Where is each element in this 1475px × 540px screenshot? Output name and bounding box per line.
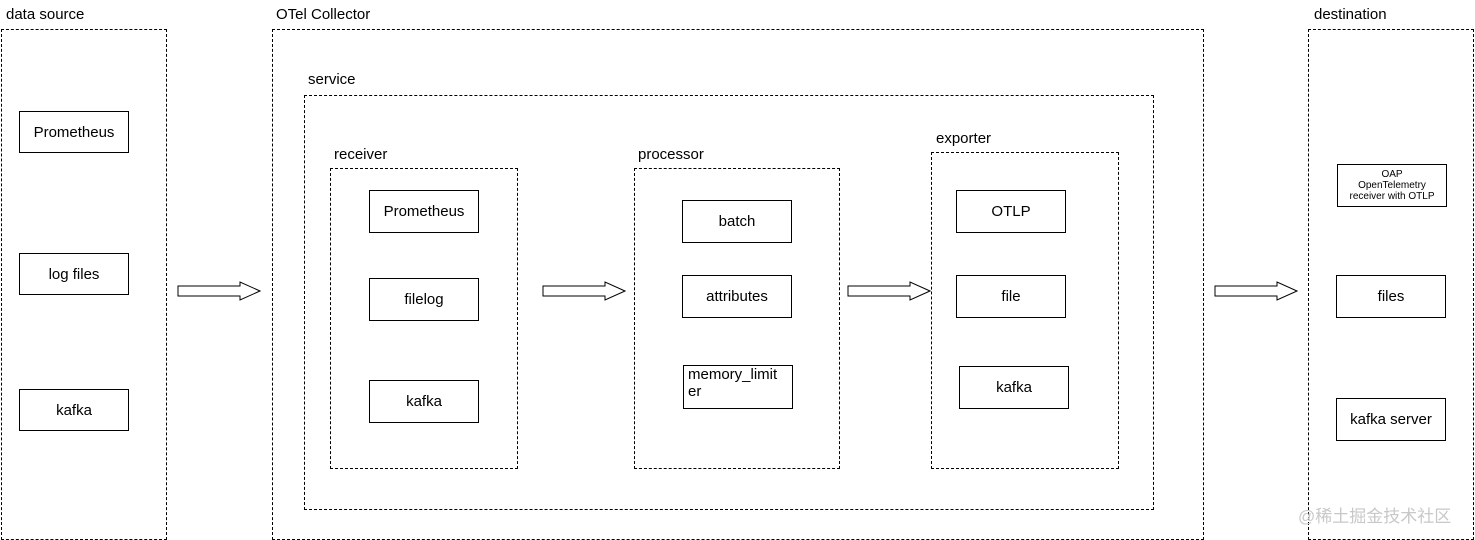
data-source-log-files[interactable]: log files <box>19 253 129 295</box>
flow-arrow-icon <box>177 281 261 301</box>
exporter-kafka[interactable]: kafka <box>959 366 1069 409</box>
data-source-prometheus[interactable]: Prometheus <box>19 111 129 153</box>
processor-attributes[interactable]: attributes <box>682 275 792 318</box>
node-label: kafka <box>56 401 92 419</box>
destination-oap-receiver[interactable]: OAP OpenTelemetry receiver with OTLP <box>1337 164 1447 207</box>
node-label: files <box>1377 288 1405 305</box>
processor-container <box>634 168 840 469</box>
destination-files[interactable]: files <box>1336 275 1446 318</box>
node-label: kafka <box>996 379 1032 396</box>
service-title: service <box>308 71 356 88</box>
node-label: batch <box>718 213 756 230</box>
node-label-line-3: receiver with OTLP <box>1349 191 1435 202</box>
node-label: Prometheus <box>383 203 465 220</box>
destination-kafka-server[interactable]: kafka server <box>1336 398 1446 441</box>
watermark-text: @稀土掘金技术社区 <box>1298 507 1452 526</box>
node-label: kafka server <box>1350 411 1432 428</box>
collector-title: OTel Collector <box>276 6 371 23</box>
receiver-filelog[interactable]: filelog <box>369 278 479 321</box>
data-source-title: data source <box>6 6 85 23</box>
data-source-kafka[interactable]: kafka <box>19 389 129 431</box>
node-label-line-1: OAP <box>1381 169 1403 180</box>
exporter-title: exporter <box>936 130 992 147</box>
node-label: attributes <box>706 288 768 305</box>
processor-title: processor <box>638 146 704 163</box>
exporter-container <box>931 152 1119 469</box>
node-label: Prometheus <box>33 123 115 141</box>
exporter-file[interactable]: file <box>956 275 1066 318</box>
flow-arrow-icon <box>542 281 626 301</box>
node-label: log files <box>48 265 100 283</box>
node-label: kafka <box>406 393 442 410</box>
receiver-title: receiver <box>334 146 388 163</box>
receiver-kafka[interactable]: kafka <box>369 380 479 423</box>
flow-arrow-icon <box>847 281 931 301</box>
destination-title: destination <box>1314 6 1387 23</box>
node-label: file <box>1001 288 1021 305</box>
processor-memory-limiter[interactable]: memory_limit er <box>683 365 793 409</box>
exporter-otlp[interactable]: OTLP <box>956 190 1066 233</box>
node-label-line-1: memory_limit <box>688 366 778 383</box>
processor-batch[interactable]: batch <box>682 200 792 243</box>
service-container <box>304 95 1154 510</box>
node-label: filelog <box>404 291 444 308</box>
receiver-prometheus[interactable]: Prometheus <box>369 190 479 233</box>
flow-arrow-icon <box>1214 281 1298 301</box>
node-label-line-2: OpenTelemetry <box>1358 180 1426 191</box>
node-label-line-2: er <box>688 383 702 400</box>
node-label: OTLP <box>991 203 1031 220</box>
receiver-container <box>330 168 518 469</box>
